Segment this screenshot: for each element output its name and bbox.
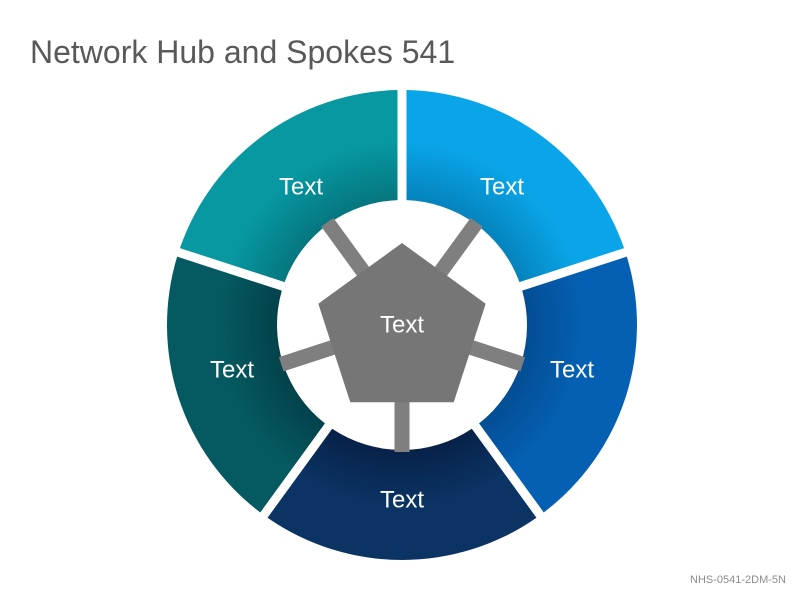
segment-top-right-label: Text [480, 173, 524, 200]
segment-right[interactable] [479, 256, 637, 513]
hub-label: Text [380, 311, 424, 338]
ring [167, 90, 637, 560]
segment-top-left[interactable] [179, 90, 398, 283]
page-title: Network Hub and Spokes 541 [30, 34, 456, 70]
connector-top-left [321, 217, 373, 281]
connector-top-right [431, 217, 483, 281]
segment-left[interactable] [167, 256, 325, 513]
diagram-code: NHS-0541-2DM-5N [690, 574, 786, 586]
segment-bottom[interactable] [267, 428, 537, 560]
segment-right-label: Text [550, 356, 594, 383]
hub-pentagon[interactable] [318, 243, 486, 403]
segment-bottom-label: Text [380, 486, 424, 513]
segment-top-left-label: Text [279, 173, 323, 200]
segment-top-right[interactable] [406, 90, 625, 283]
segment-left-label: Text [210, 356, 254, 383]
